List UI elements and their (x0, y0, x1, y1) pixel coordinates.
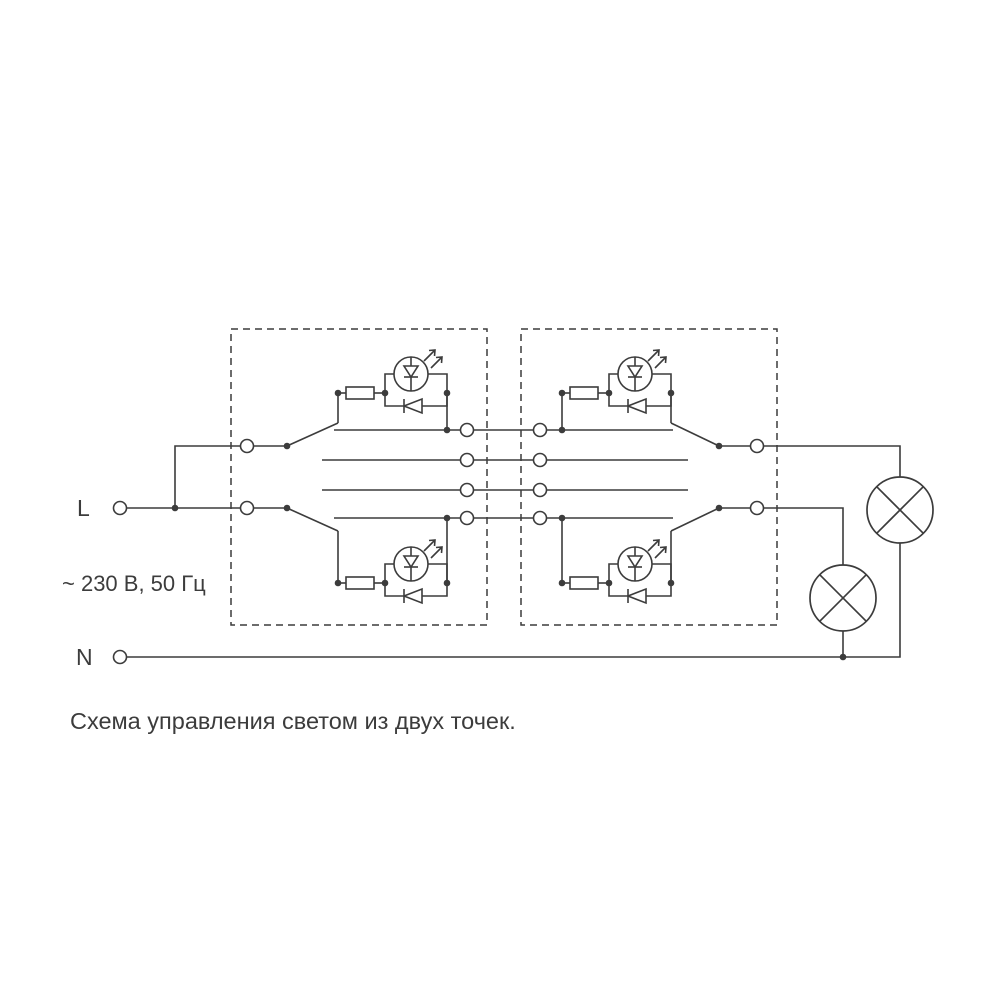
led-indicator (557, 349, 676, 414)
junction-dots (171, 426, 847, 661)
label-neutral: N (76, 644, 93, 670)
led-indicators (333, 349, 676, 604)
wires (126, 393, 901, 658)
diagram-caption: Схема управления светом из двух точек. (70, 708, 516, 734)
switch-module-2-outline (520, 328, 778, 626)
lamp-2-icon (809, 564, 877, 632)
lamp-1-icon (866, 476, 934, 544)
led-indicator (557, 539, 676, 604)
led-indicator (333, 349, 452, 414)
label-line: L (77, 495, 90, 521)
led-indicator (333, 539, 452, 604)
l-terminal (112, 500, 128, 516)
label-voltage: ~ 230 В, 50 Гц (62, 571, 206, 596)
n-terminal (112, 649, 128, 665)
